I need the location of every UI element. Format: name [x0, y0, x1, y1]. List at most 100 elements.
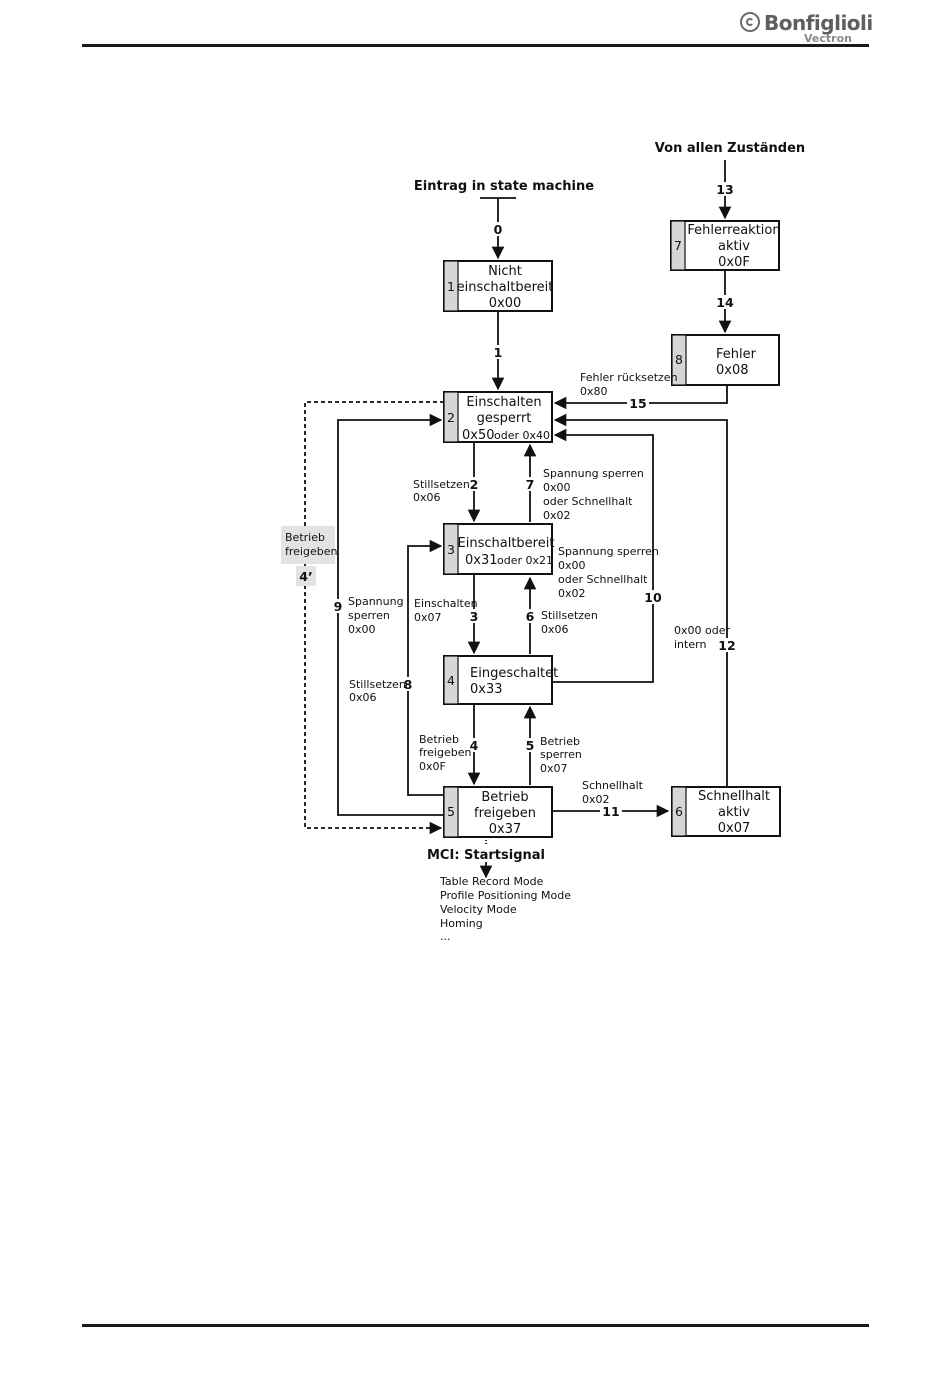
- transition-number-7: 7: [526, 477, 535, 492]
- transition-number-6: 6: [526, 609, 535, 624]
- bonfiglioli-logo-icon: [740, 12, 760, 32]
- state-number: 1: [447, 279, 455, 294]
- transition-label-line: 0x00: [348, 623, 376, 636]
- state-1: 1 Nicht einschaltbereit 0x00: [443, 260, 554, 312]
- transition-label-line: 0x00: [558, 559, 586, 572]
- transition-label-line: oder Schnellhalt: [558, 573, 648, 586]
- state-text-line: Schnellhalt: [698, 789, 770, 804]
- transition-label-line: Einschalten: [414, 597, 478, 610]
- transition-label-line: 0x02: [558, 587, 586, 600]
- transition-number-14: 14: [716, 295, 734, 310]
- transition-label-line: 0x00 oder: [674, 624, 730, 637]
- state-number: 4: [447, 673, 455, 688]
- state-code: 0x33: [470, 682, 503, 697]
- state-text-line: Fehlerreaktion: [687, 223, 780, 238]
- transition-label-line: Spannung sperren: [543, 467, 644, 480]
- state-text-line: Einschalten: [466, 395, 541, 410]
- mode-item: ...: [440, 930, 451, 943]
- state-text-line: Einschaltbereit: [458, 536, 555, 551]
- state-text-line: Fehler: [716, 347, 757, 362]
- from-all-states-label: Von allen Zuständen: [655, 141, 805, 156]
- transition-number-0: 0: [494, 222, 503, 237]
- brand-logo: Bonfiglioli Vectron: [738, 6, 878, 46]
- transition-number-5: 5: [526, 738, 535, 753]
- mci-startsignal-label: MCI: Startsignal: [427, 848, 545, 863]
- transition-label-line: freigeben: [285, 545, 337, 558]
- transition-label-line: sperren: [540, 748, 582, 761]
- state-5: 5 Betrieb freigeben 0x37: [443, 786, 553, 838]
- state-7: 7 Fehlerreaktion aktiv 0x0F: [670, 220, 781, 271]
- edge-t4p: [304, 401, 444, 835]
- state-6: 6 Schnellhalt aktiv 0x07: [671, 786, 781, 837]
- state-text-line: aktiv: [718, 239, 750, 254]
- transition-label-line: Spannung: [348, 595, 404, 608]
- state-number: 5: [447, 804, 455, 819]
- transition-label-line: 0x06: [413, 491, 441, 504]
- header-rule: [82, 44, 869, 47]
- state-number: 7: [674, 238, 682, 253]
- transition-number-11: 11: [602, 804, 619, 819]
- brand-subname: Vectron: [804, 32, 852, 45]
- mode-item: Velocity Mode: [440, 903, 517, 916]
- transition-label-line: 0x06: [349, 691, 377, 704]
- transition-number-12: 12: [718, 638, 735, 653]
- transition-label-line: sperren: [348, 609, 390, 622]
- mode-item: Table Record Mode: [439, 875, 544, 888]
- state-code: 0x50: [462, 428, 495, 443]
- transition-label-line: Betrieb: [540, 735, 580, 748]
- state-code: 0x0F: [718, 255, 750, 270]
- transition-label-line: 0x07: [414, 611, 442, 624]
- state-number: 6: [675, 804, 683, 819]
- transition-label-line: 0x0F: [419, 760, 446, 773]
- transition-number-4p: 4’: [299, 569, 312, 584]
- state-code-alt: oder 0x21: [497, 554, 553, 567]
- state-text-line: Nicht: [488, 264, 522, 279]
- state-text-line: Betrieb: [481, 790, 528, 805]
- state-text-line: freigeben: [474, 806, 536, 821]
- state-4: 4 Eingeschaltet 0x33: [443, 655, 558, 705]
- transition-label-line: intern: [674, 638, 706, 651]
- mode-item: Profile Positioning Mode: [440, 889, 571, 902]
- state-number: 3: [447, 542, 455, 557]
- mode-list: Table Record Mode Profile Positioning Mo…: [439, 875, 571, 943]
- edge-t12: [553, 413, 728, 786]
- state-2: 2 Einschalten gesperrt 0x50 oder 0x40: [443, 391, 553, 443]
- mode-item: Homing: [440, 917, 483, 930]
- transition-label-line: freigeben: [419, 746, 471, 759]
- entry-label: Eintrag in state machine: [414, 179, 594, 194]
- state-3: 3 Einschaltbereit 0x31 oder 0x21: [443, 523, 555, 575]
- transition-numbers: 0 1 2 7 3 6 4 5 10 9 8 11 12 13 14 15: [331, 182, 738, 819]
- transition-label-line: 0x07: [540, 762, 568, 775]
- transition-label-line: 0x02: [582, 793, 610, 806]
- transition-number-1: 1: [494, 345, 503, 360]
- transition-number-2: 2: [470, 477, 479, 492]
- state-8: 8 Fehler 0x08: [671, 334, 780, 386]
- transition-number-15: 15: [629, 396, 646, 411]
- state-code: 0x07: [718, 821, 751, 836]
- transition-number-4: 4: [470, 738, 479, 753]
- state-code: 0x37: [489, 822, 522, 837]
- transition-number-8: 8: [404, 677, 413, 692]
- state-code: 0x31: [465, 553, 498, 568]
- transition-label-line: Betrieb: [419, 733, 459, 746]
- state-number: 2: [447, 410, 455, 425]
- transition-number-3: 3: [470, 609, 479, 624]
- state-text-line: einschaltbereit: [457, 280, 554, 295]
- transition-labels: Stillsetzen 0x06 Spannung sperren 0x00 o…: [348, 371, 730, 806]
- transition-label-line: oder Schnellhalt: [543, 495, 633, 508]
- transition-label-line: 0x00: [543, 481, 571, 494]
- transition-label-line: Schnellhalt: [582, 779, 644, 792]
- transition-label-line: Fehler rücksetzen: [580, 371, 678, 384]
- transition-4p-label: Betrieb freigeben 4’: [281, 526, 337, 586]
- transition-number-10: 10: [644, 590, 662, 605]
- state-text-line: aktiv: [718, 805, 750, 820]
- state-code: 0x08: [716, 363, 749, 378]
- footer-rule: [82, 1324, 869, 1327]
- transition-label-line: Stillsetzen: [413, 478, 470, 491]
- edge-t9: [337, 413, 444, 816]
- edge-t10: [552, 428, 654, 683]
- state-text-line: gesperrt: [477, 411, 532, 426]
- transition-label-line: Spannung sperren: [558, 545, 659, 558]
- edge-t8: [407, 539, 444, 796]
